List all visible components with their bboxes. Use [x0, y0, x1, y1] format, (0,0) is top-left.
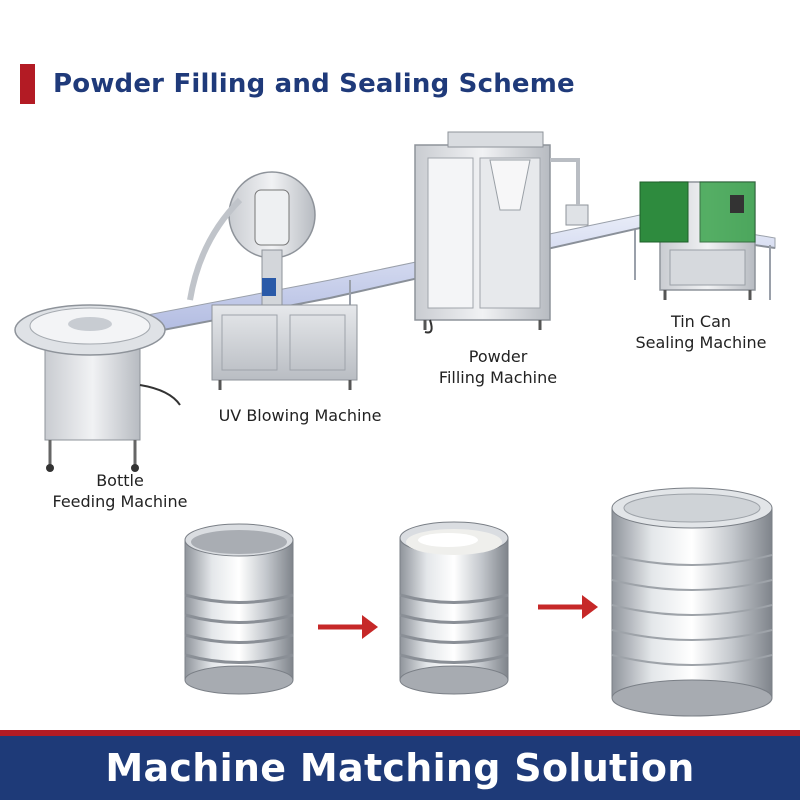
bottle-feeding-label-line1: Bottle: [96, 471, 144, 490]
arrow-2-graphic: [538, 595, 598, 619]
powder-filling-label-line1: Powder: [468, 347, 528, 366]
bottle-feeding-machine-label: Bottle Feeding Machine: [38, 470, 202, 512]
footer-title: Machine Matching Solution: [105, 746, 695, 790]
filled-can-graphic: [399, 521, 509, 695]
arrow-1-graphic: [318, 615, 378, 639]
title-bar: Powder Filling and Sealing Scheme: [20, 62, 780, 106]
tin-can-sealing-machine-graphic: [639, 181, 756, 300]
can-process-illustration: [184, 487, 773, 717]
production-line-illustration: [14, 131, 776, 472]
powder-filling-machine-graphic: [414, 131, 589, 334]
uv-blowing-machine-label: UV Blowing Machine: [200, 405, 400, 426]
footer-banner: Machine Matching Solution: [0, 730, 800, 800]
tin-can-sealing-label-line1: Tin Can: [670, 312, 732, 331]
powder-filling-machine-label: Powder Filling Machine: [420, 346, 576, 388]
title-accent-bar: [20, 64, 35, 104]
sealed-can-graphic: [611, 487, 773, 717]
bottle-feeding-machine-graphic: [14, 304, 181, 472]
bottle-feeding-label-line2: Feeding Machine: [52, 492, 188, 511]
uv-blowing-machine-graphic: [187, 171, 358, 390]
powder-filling-label-line2: Filling Machine: [438, 368, 558, 387]
tin-can-sealing-machine-label: Tin Can Sealing Machine: [618, 311, 784, 353]
page-title: Powder Filling and Sealing Scheme: [53, 69, 575, 99]
empty-can-graphic: [184, 523, 294, 695]
uv-blowing-label-line1: UV Blowing Machine: [218, 406, 382, 425]
tin-can-sealing-label-line2: Sealing Machine: [635, 333, 767, 352]
